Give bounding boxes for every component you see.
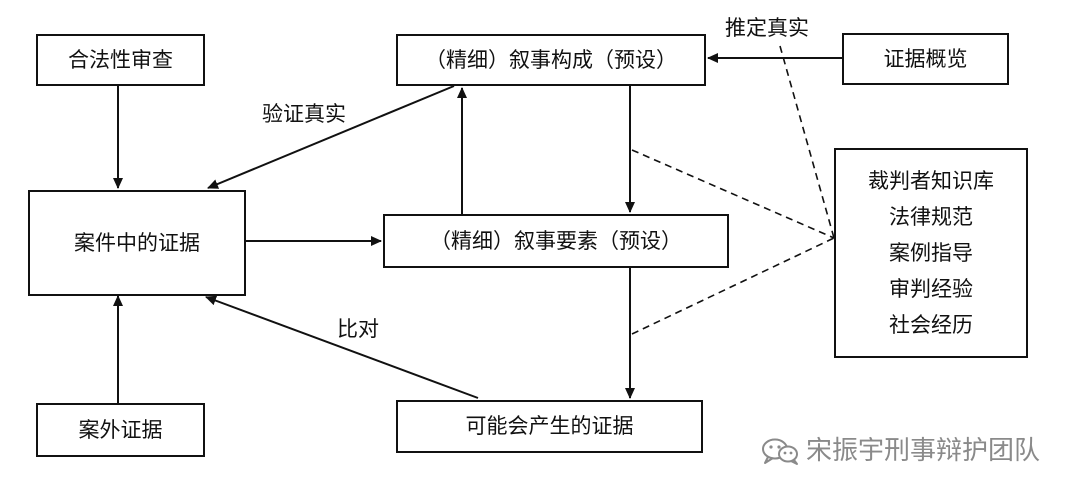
node-legality-review-label: 合法性审查 <box>68 47 173 72</box>
knowledge-base-social-experience: 社会经历 <box>889 313 973 337</box>
node-case-evidence-label: 案件中的证据 <box>74 230 200 255</box>
knowledge-base-trial-experience: 审判经验 <box>889 277 973 301</box>
node-external-evidence-label: 案外证据 <box>78 417 163 442</box>
node-narrative-composition-label: （精细）叙事构成（预设） <box>425 47 677 72</box>
arrow-possible-to-case-evidence <box>205 295 479 399</box>
arrow-composition-to-case-evidence <box>207 85 455 189</box>
edge-label-presumed-true: 推定真实 <box>725 16 809 40</box>
node-knowledge-base: 裁判者知识库 法律规范 案例指导 审判经验 社会经历 <box>834 148 1028 358</box>
node-external-evidence: 案外证据 <box>36 403 205 457</box>
node-narrative-elements: （精细）叙事要素（预设） <box>383 214 729 268</box>
node-legality-review: 合法性审查 <box>36 34 205 86</box>
node-narrative-composition: （精细）叙事构成（预设） <box>396 34 706 86</box>
node-possible-evidence-label: 可能会产生的证据 <box>465 414 634 438</box>
dashed-link-composition <box>631 149 835 239</box>
dashed-link-presumed-true <box>779 45 835 239</box>
knowledge-base-legal-norms: 法律规范 <box>889 205 973 229</box>
node-evidence-overview: 证据概览 <box>842 33 1009 85</box>
edge-label-verify-true: 验证真实 <box>262 102 346 126</box>
watermark-text: 宋振宇刑事辩护团队 <box>806 436 1041 466</box>
node-case-evidence: 案件中的证据 <box>28 190 246 296</box>
node-narrative-elements-label: （精细）叙事要素（预设） <box>430 228 682 253</box>
node-evidence-overview-label: 证据概览 <box>883 46 968 71</box>
knowledge-base-case-guidance: 案例指导 <box>889 241 973 265</box>
watermark: 宋振宇刑事辩护团队 <box>760 436 1040 466</box>
dashed-link-elements <box>631 237 835 335</box>
node-possible-evidence: 可能会产生的证据 <box>396 400 703 453</box>
knowledge-base-title: 裁判者知识库 <box>868 169 994 193</box>
wechat-icon <box>762 438 798 465</box>
edge-label-compare: 比对 <box>337 317 379 341</box>
